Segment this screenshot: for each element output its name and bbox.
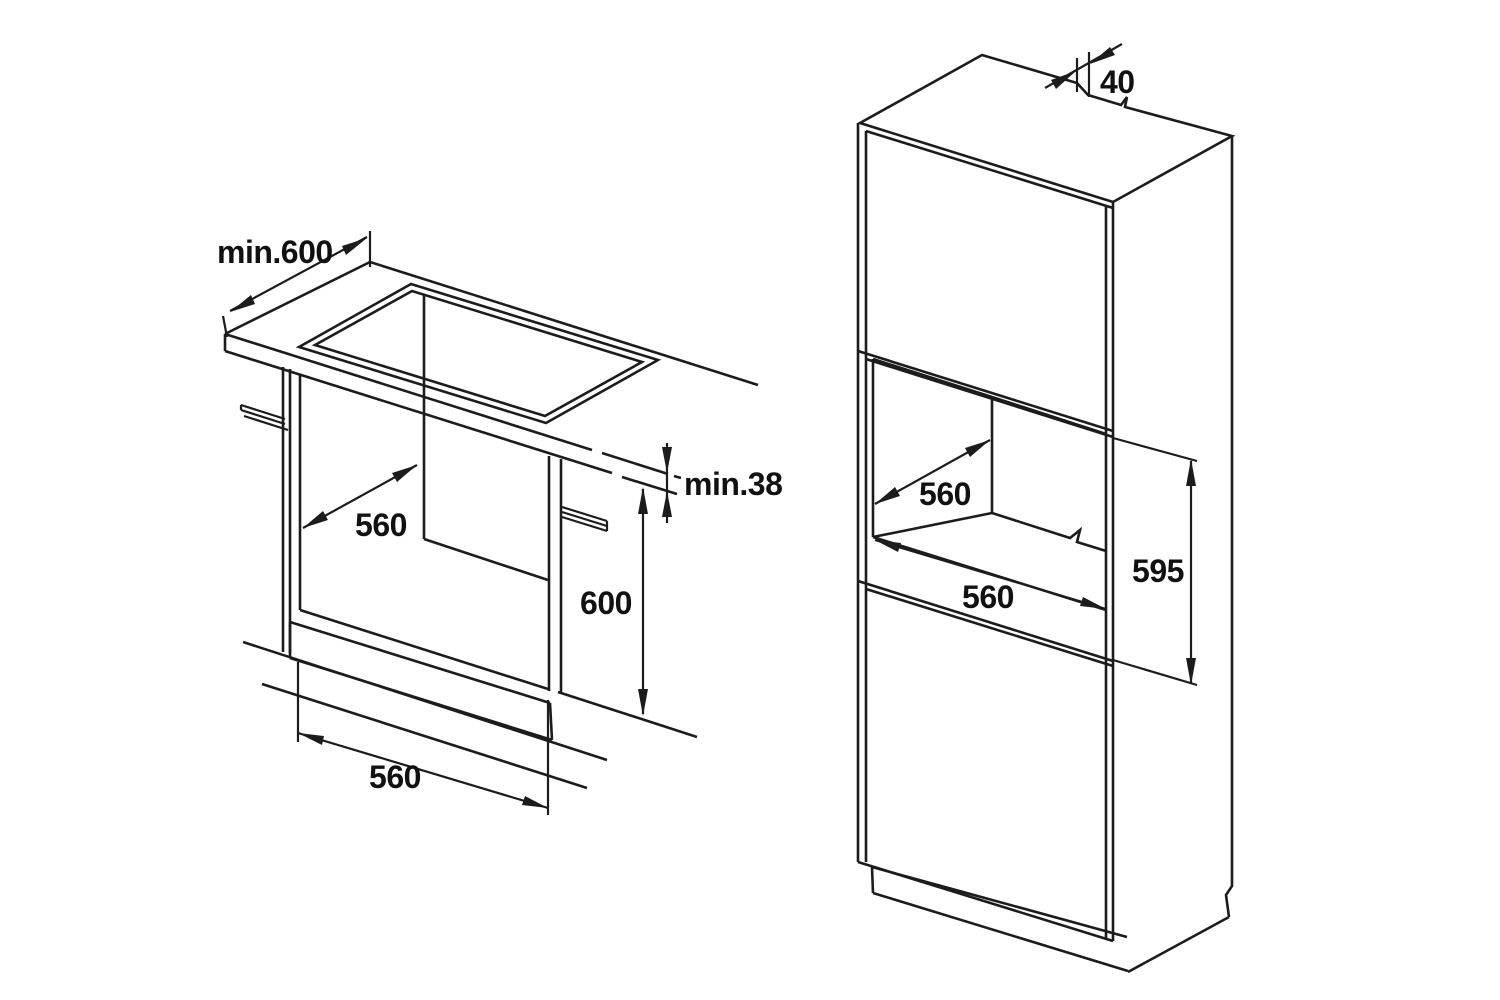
ground-line-upper bbox=[242, 640, 608, 762]
side-bottom-edge bbox=[1127, 915, 1230, 974]
dim-rear-gap: 40 bbox=[1044, 43, 1135, 100]
interior-floor-front-edge bbox=[299, 608, 549, 691]
label-niche-height: 595 bbox=[1132, 553, 1184, 589]
arrowhead bbox=[230, 295, 255, 312]
label-worktop-thickness: min.38 bbox=[684, 466, 782, 502]
floor-front-extension bbox=[557, 690, 698, 739]
arrowhead bbox=[392, 465, 417, 482]
label-niche-width: 560 bbox=[369, 759, 421, 795]
niche-bottom-band bbox=[857, 579, 1114, 668]
arrowhead bbox=[1186, 459, 1196, 486]
arrowhead bbox=[638, 689, 648, 716]
right-side-rail bbox=[561, 505, 609, 533]
dim-extension-line bbox=[1112, 436, 1198, 687]
arrowhead bbox=[875, 487, 900, 504]
label-niche-depth: 560 bbox=[355, 507, 407, 543]
ground-line-lower bbox=[261, 682, 588, 790]
worktop-cutout-outer bbox=[295, 282, 662, 425]
worktop-back-edge bbox=[369, 260, 759, 387]
arrowhead bbox=[1090, 47, 1115, 64]
dim-extension-line bbox=[221, 231, 372, 338]
front-left-edge bbox=[856, 123, 868, 862]
worktop-top-front-edge bbox=[224, 332, 682, 480]
top-face-outline bbox=[856, 53, 1236, 204]
front-right-edge bbox=[1104, 202, 1115, 941]
tall-unit-drawing: 40 560 560 595 bbox=[856, 43, 1236, 974]
label-niche-width: 560 bbox=[962, 579, 1014, 615]
niche-ceiling-back-edge bbox=[991, 395, 1107, 436]
plinth-front-face bbox=[288, 620, 554, 742]
arrowhead bbox=[1051, 71, 1076, 89]
arrowhead bbox=[875, 540, 901, 552]
back-right-edge bbox=[1224, 136, 1234, 918]
arrowhead bbox=[522, 796, 548, 808]
arrowhead bbox=[1080, 597, 1106, 609]
dim-niche-depth: 560 bbox=[302, 464, 418, 543]
label-niche-height: 600 bbox=[580, 585, 632, 621]
dim-niche-width: 560 bbox=[296, 662, 550, 815]
left-side-rail bbox=[239, 403, 289, 432]
worktop-bottom-front-edge bbox=[224, 349, 678, 496]
dim-line bbox=[874, 538, 1107, 611]
arrowhead bbox=[662, 491, 672, 517]
label-niche-depth: 560 bbox=[919, 476, 971, 512]
worktop-left-depth-edge bbox=[224, 260, 371, 336]
dim-niche-depth: 560 bbox=[874, 439, 991, 512]
dim-niche-height: 600 bbox=[580, 487, 648, 716]
front-top-inner-edge bbox=[865, 129, 1114, 210]
dim-worktop-depth: min.600 bbox=[217, 231, 372, 338]
niche-floor-back-edge bbox=[991, 511, 1107, 553]
label-worktop-depth: min.600 bbox=[217, 234, 333, 270]
niche-floor-left-edge bbox=[872, 511, 993, 539]
arrowhead bbox=[965, 440, 990, 457]
dim-extension-line bbox=[1075, 52, 1091, 97]
arrowhead bbox=[303, 511, 328, 528]
arrowhead bbox=[638, 487, 648, 514]
base-unit-drawing: min.600 560 600 min.38 bbox=[217, 231, 783, 815]
left-wall-outer-edge bbox=[281, 367, 292, 653]
arrowhead bbox=[662, 447, 672, 473]
dim-niche-width: 560 bbox=[874, 538, 1107, 615]
dim-extension-line bbox=[296, 662, 550, 815]
niche-ceiling-left-edge bbox=[872, 357, 993, 399]
worktop-cutout-inner bbox=[311, 289, 646, 418]
label-rear-gap: 40 bbox=[1100, 64, 1135, 100]
dim-niche-height: 595 bbox=[1112, 436, 1198, 687]
arrowhead bbox=[342, 238, 367, 255]
dim-worktop-thickness: min.38 bbox=[662, 443, 783, 523]
right-stile-edge bbox=[547, 456, 563, 694]
arrowhead bbox=[298, 733, 324, 745]
interior-floor-back-edge bbox=[423, 537, 549, 582]
plinth-recess bbox=[870, 865, 1129, 973]
arrowhead bbox=[1186, 658, 1196, 685]
dim-line bbox=[297, 731, 549, 810]
